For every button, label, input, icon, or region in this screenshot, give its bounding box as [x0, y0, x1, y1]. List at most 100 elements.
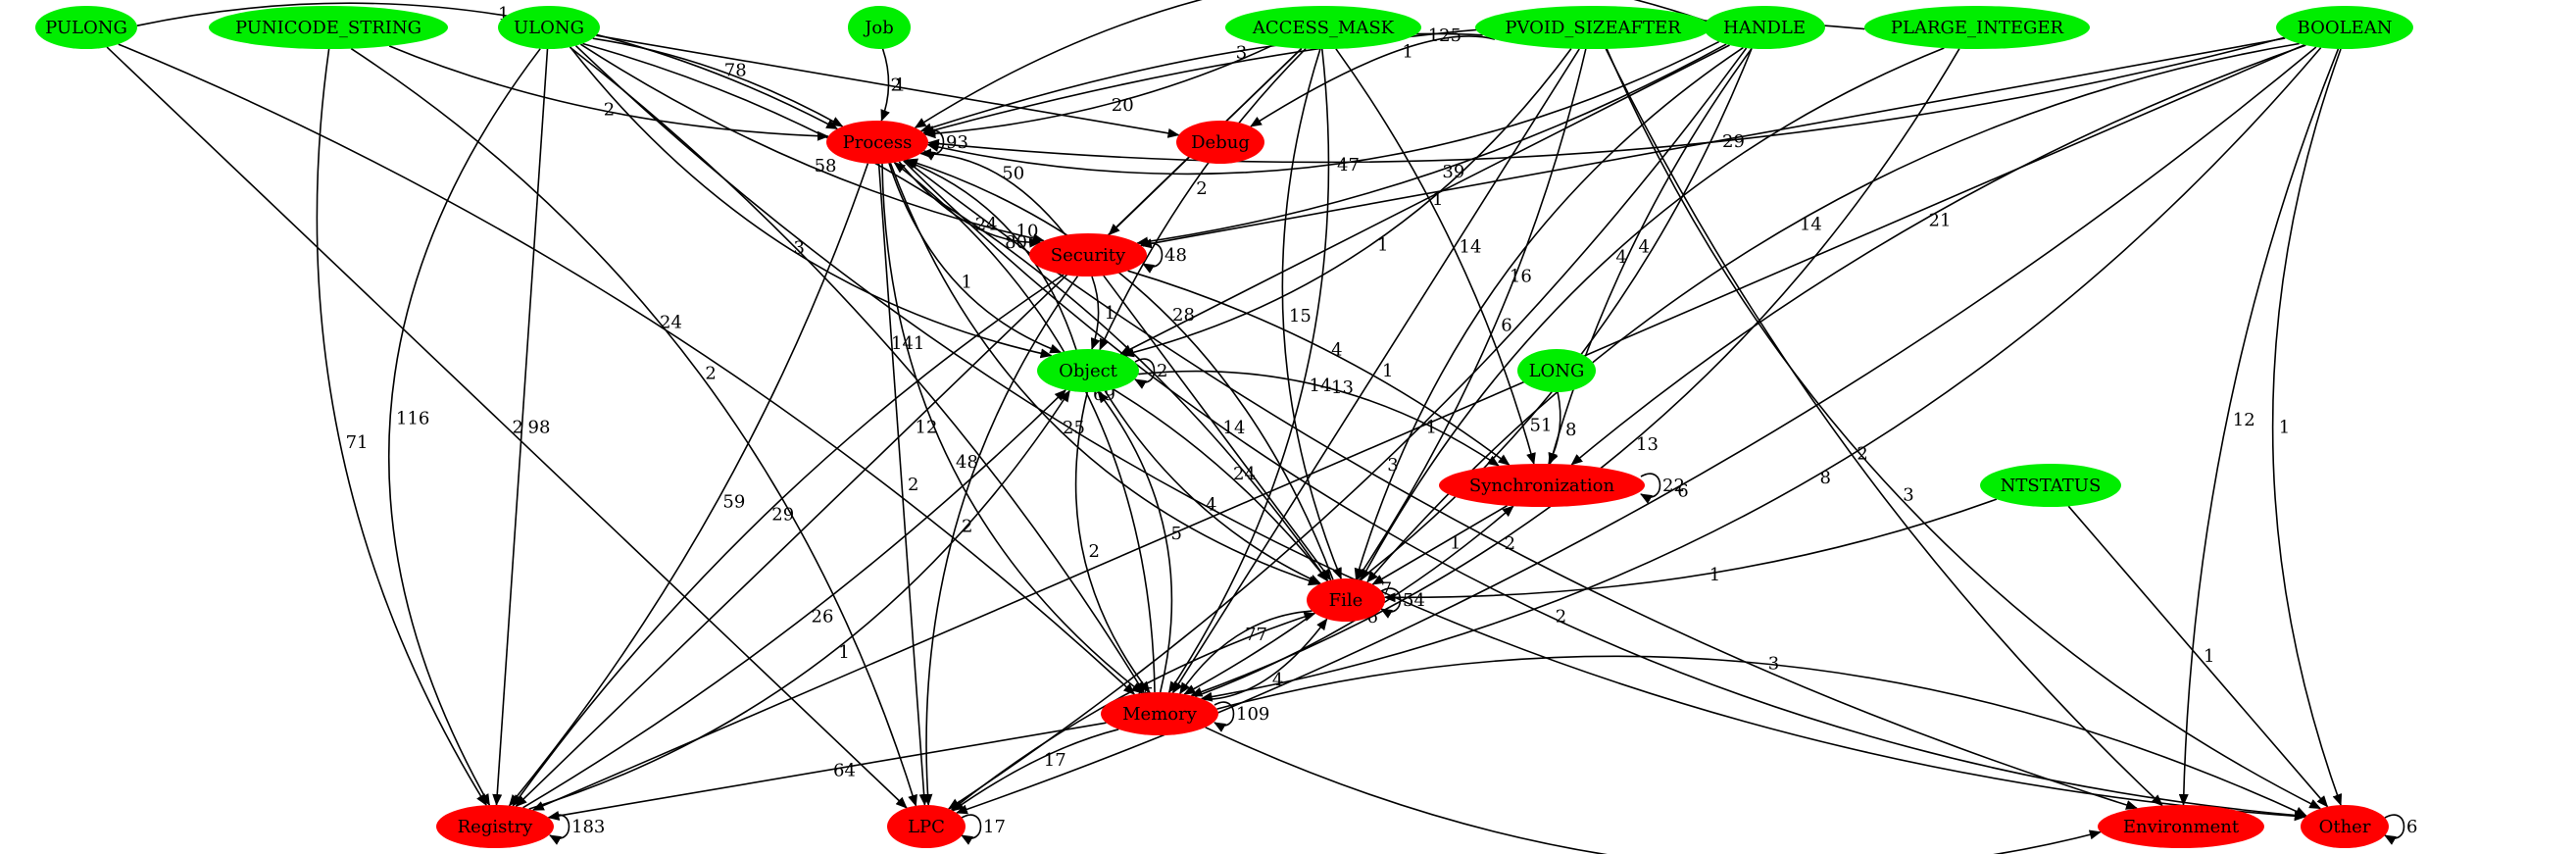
edge-boolean-to-security: [1139, 37, 2286, 249]
edge-label-handle-file: 16: [1510, 267, 1532, 287]
node-label-lpc: LPC: [908, 817, 945, 837]
edge-security-to-object: [1090, 276, 1101, 351]
node-ntstatus: NTSTATUS: [1980, 464, 2121, 507]
node-process: Process: [826, 121, 928, 164]
node-synchronization: Synchronization: [1439, 464, 1645, 507]
self-loop-process: [923, 129, 945, 161]
node-ellipse-security: [1029, 233, 1147, 276]
edge-label-memory-other: 3: [1768, 654, 1779, 675]
edge-access-mask-to-process: [923, 44, 1272, 139]
edge-label-access-mask-object: 2: [1196, 178, 1207, 199]
edges-layer: 1242271278258380141981167120432151414123…: [106, 0, 2343, 854]
edge-label-pvoid-sizeafter-other: 3: [1903, 485, 1913, 506]
edge-label-memory-file: 4: [1272, 670, 1283, 690]
node-label-environment: Environment: [2123, 817, 2240, 837]
node-ellipse-ulong: [498, 6, 600, 49]
edge-label-punicode-string-lpc: 2: [705, 364, 716, 384]
edge-label-ntstatus-file: 1: [1709, 565, 1720, 585]
edge-punicode-string-to-lpc: [350, 47, 917, 807]
node-label-synchronization: Synchronization: [1469, 476, 1615, 496]
edge-plarge-integer-to-memory: [1190, 48, 1960, 697]
edge-handle-to-memory: [1183, 48, 1753, 695]
edge-ulong-to-process: [592, 37, 844, 127]
node-ellipse-synchronization: [1439, 464, 1645, 507]
edge-object-to-synchronization: [1138, 370, 1500, 467]
node-label-ulong: ULONG: [514, 18, 584, 38]
edge-pvoid-sizeafter-to-object: [1121, 48, 1572, 358]
edge-object-to-memory: [1074, 391, 1151, 694]
edge-label-pvoid-sizeafter-memory: 1: [1382, 361, 1393, 381]
edge-label-process-object: 1: [962, 272, 972, 292]
node-file: File: [1307, 578, 1385, 622]
edge-lpc-to-file: [951, 612, 1316, 811]
edge-label-memory-lpc: 17: [1044, 750, 1066, 771]
edge-label-registry-object: 1: [838, 642, 849, 663]
edge-label-security-registry: 29: [771, 504, 794, 525]
edge-label-security-file: 14: [1223, 418, 1246, 438]
edge-process-to-object: [888, 163, 1063, 354]
edge-label-handle-object: 1: [1432, 189, 1443, 210]
edge-label-plarge-integer-file: 4: [1615, 247, 1626, 268]
node-ellipse-debug: [1176, 121, 1264, 164]
node-ellipse-handle: [1704, 6, 1825, 49]
edge-label-ulong-process: 78: [724, 60, 747, 80]
edge-synchronization-to-file: [1371, 505, 1509, 585]
node-ellipse-memory: [1101, 692, 1218, 735]
edge-label-pulong-process: 1: [498, 4, 509, 25]
node-object: Object: [1037, 349, 1139, 392]
node-memory: Memory: [1101, 692, 1218, 735]
edge-label-object-file: 4: [1206, 495, 1216, 516]
edge-label-boolean-other: 1: [2279, 418, 2290, 438]
node-pulong: PULONG: [35, 6, 137, 49]
edge-process-to-file: [889, 163, 1320, 586]
node-ellipse-access-mask: [1225, 6, 1421, 49]
node-label-memory: Memory: [1122, 704, 1198, 725]
edge-label-boolean-security: 29: [1722, 131, 1745, 152]
edge-label-pvoid-sizeafter-debug: 1: [1403, 41, 1413, 62]
node-ellipse-pulong: [35, 6, 137, 49]
node-ellipse-object: [1037, 349, 1139, 392]
edge-security-to-file: [1103, 275, 1332, 581]
edge-pulong-to-lpc: [106, 46, 908, 809]
edge-memory-to-registry: [547, 722, 1107, 821]
edge-label-pulong-memory: 24: [660, 313, 682, 333]
edge-boolean-to-file: [1366, 42, 2300, 583]
node-ellipse-plarge-integer: [1864, 6, 2090, 49]
edge-label-process-registry: 59: [722, 492, 745, 513]
edge-memory-to-file: [1203, 618, 1328, 701]
edge-label-boolean-file: 14: [1800, 214, 1822, 234]
node-ulong: ULONG: [498, 6, 600, 49]
node-label-plarge-integer: PLARGE_INTEGER: [1891, 18, 2064, 38]
edge-label-memory-synchronization: 6: [1367, 607, 1378, 628]
edge-file-to-process: [906, 158, 1334, 580]
edge-pvoid-sizeafter-to-environment: [1605, 48, 2163, 807]
node-security: Security: [1029, 233, 1147, 276]
node-label-other: Other: [2319, 817, 2371, 837]
self-loop-label-lpc: 17: [983, 817, 1006, 837]
node-label-handle: HANDLE: [1723, 18, 1806, 38]
edge-long-to-synchronization: [1548, 391, 1561, 465]
node-label-debug: Debug: [1191, 132, 1250, 153]
node-lpc: LPC: [887, 805, 966, 848]
node-debug: Debug: [1176, 121, 1264, 164]
edge-label-process-environment: 2: [1505, 533, 1515, 554]
edge-label-access-mask-synchronization: 14: [1460, 237, 1482, 258]
edge-ulong-to-object: [570, 46, 1053, 359]
edge-object-to-file: [1104, 390, 1322, 584]
edge-process-to-registry: [508, 163, 869, 807]
self-loop-label-object: 2: [1157, 361, 1167, 381]
edge-boolean-to-environment: [2178, 48, 2340, 806]
edge-ulong-to-security: [579, 43, 1045, 244]
edge-registry-to-object: [528, 389, 1070, 810]
edge-pvoid-sizeafter-to-other: [1606, 48, 2322, 810]
edge-label-punicode-string-process: 2: [604, 100, 615, 121]
edge-handle-to-file: [1354, 46, 1744, 580]
edge-ulong-to-memory: [569, 46, 1145, 694]
edge-label-pulong-lpc: 2: [513, 418, 523, 438]
node-ellipse-ntstatus: [1980, 464, 2121, 507]
edge-punicode-string-to-registry: [316, 48, 487, 807]
edge-label-handle-security: 39: [1442, 162, 1464, 182]
edge-pulong-to-process: [136, 2, 839, 130]
